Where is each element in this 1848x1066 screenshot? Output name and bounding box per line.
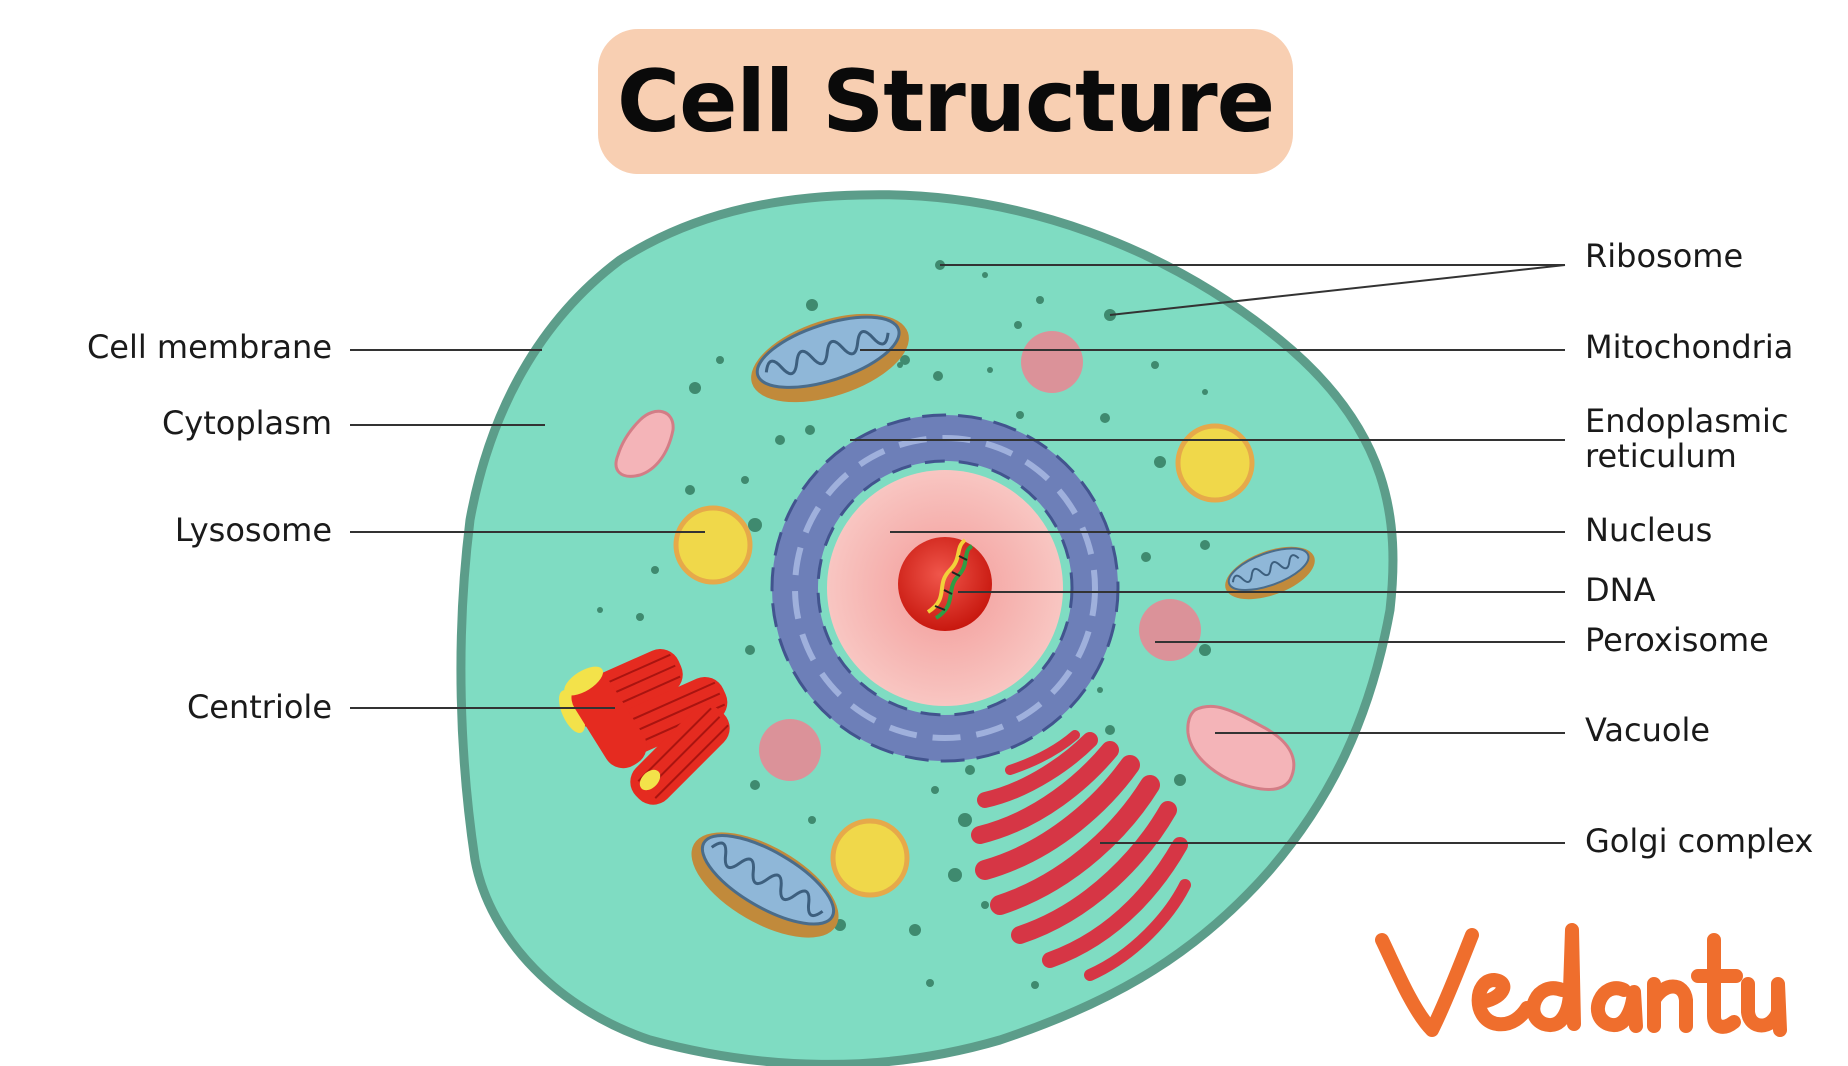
label-cytoplasm: Cytoplasm	[161, 404, 332, 442]
vacuole-shape-small	[614, 409, 675, 478]
label-mitochondria: Mitochondria	[1585, 328, 1794, 366]
label-endoplasmic-reticulum: Endoplasmic reticulum	[1585, 402, 1789, 476]
label-ribosome: Ribosome	[1585, 237, 1744, 275]
label-cell-membrane: Cell membrane	[86, 328, 332, 366]
label-peroxisome: Peroxisome	[1585, 621, 1769, 659]
label-centriole: Centriole	[186, 688, 332, 726]
label-endoplasmic-line2: reticulum	[1585, 437, 1737, 476]
mitochondria-shape-right	[1225, 546, 1315, 600]
mitochondria-shape-top	[751, 313, 909, 403]
label-golgi-complex: Golgi complex	[1585, 822, 1814, 860]
nucleolus-shape	[898, 537, 992, 631]
endoplasmic-reticulum-shape	[770, 413, 1120, 763]
peroxisome-shapes	[759, 331, 1201, 781]
title-banner: Cell Structure	[598, 29, 1293, 174]
vacuole-shape-large	[1186, 704, 1296, 791]
golgi-complex-shape	[971, 730, 1191, 981]
dna-icon	[926, 538, 974, 620]
diagram-title: Cell Structure	[616, 51, 1275, 152]
leader-lines	[350, 264, 1566, 844]
centriole-shape	[558, 648, 730, 805]
label-vacuole: Vacuole	[1585, 711, 1711, 749]
label-nucleus: Nucleus	[1585, 511, 1713, 549]
label-dna: DNA	[1585, 571, 1656, 609]
lysosome-shapes	[673, 423, 1255, 898]
mitochondria-shape-bottom	[691, 832, 839, 938]
vedantu-logo-icon	[1375, 923, 1787, 1037]
label-endoplasmic-line1: Endoplasmic	[1585, 402, 1789, 440]
label-lysosome: Lysosome	[174, 511, 332, 549]
